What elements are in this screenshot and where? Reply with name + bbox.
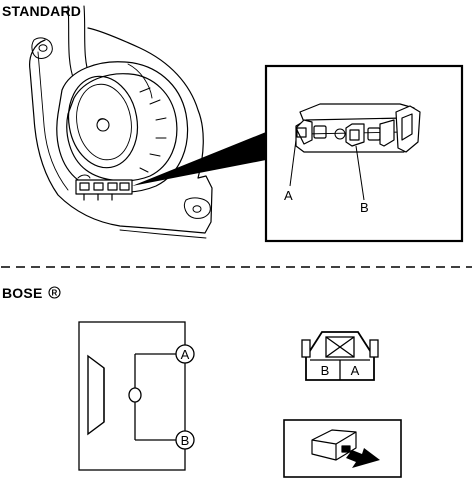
- terminal-a-icon: [175, 344, 195, 364]
- speaker-connector-small: [75, 174, 133, 201]
- connector-face-left-label: B: [321, 363, 330, 378]
- speaker-cone: [67, 75, 139, 169]
- terminal-a-label: A: [181, 347, 190, 362]
- lock-tab-icon: [325, 336, 355, 358]
- panel-tab-left: [31, 37, 53, 59]
- standard-heading: STANDARD: [2, 3, 82, 19]
- view-direction-box: [283, 419, 402, 478]
- door-panel-outline: [29, 27, 213, 234]
- speaker-symbol-icon: [87, 354, 105, 436]
- connector-face-right-label: A: [351, 363, 360, 378]
- bose-heading: BOSE: [2, 285, 43, 301]
- terminal-b-label: B: [181, 433, 190, 448]
- connector-face-view: [301, 331, 379, 381]
- callout-wedge: [132, 132, 266, 186]
- callout-b-label: B: [360, 200, 369, 215]
- standard-speaker-drawing: [29, 5, 213, 239]
- leader-a: [289, 139, 297, 187]
- panel-tab-right: [183, 197, 211, 219]
- speaker-housing: [56, 61, 189, 193]
- svg-text:R: R: [51, 289, 57, 298]
- trademark-icon: R: [48, 286, 61, 299]
- leader-b: [355, 145, 365, 201]
- callout-a-label: A: [284, 188, 293, 203]
- connector-zoom-box: A B: [264, 64, 464, 243]
- terminal-b-icon: [175, 430, 195, 450]
- arrow-icon: [346, 448, 380, 468]
- voice-coil-icon: [128, 387, 142, 403]
- bose-speaker-schematic: [78, 321, 195, 471]
- schematic-frame: [78, 321, 186, 471]
- bose-heading-group: BOSE R: [2, 286, 61, 300]
